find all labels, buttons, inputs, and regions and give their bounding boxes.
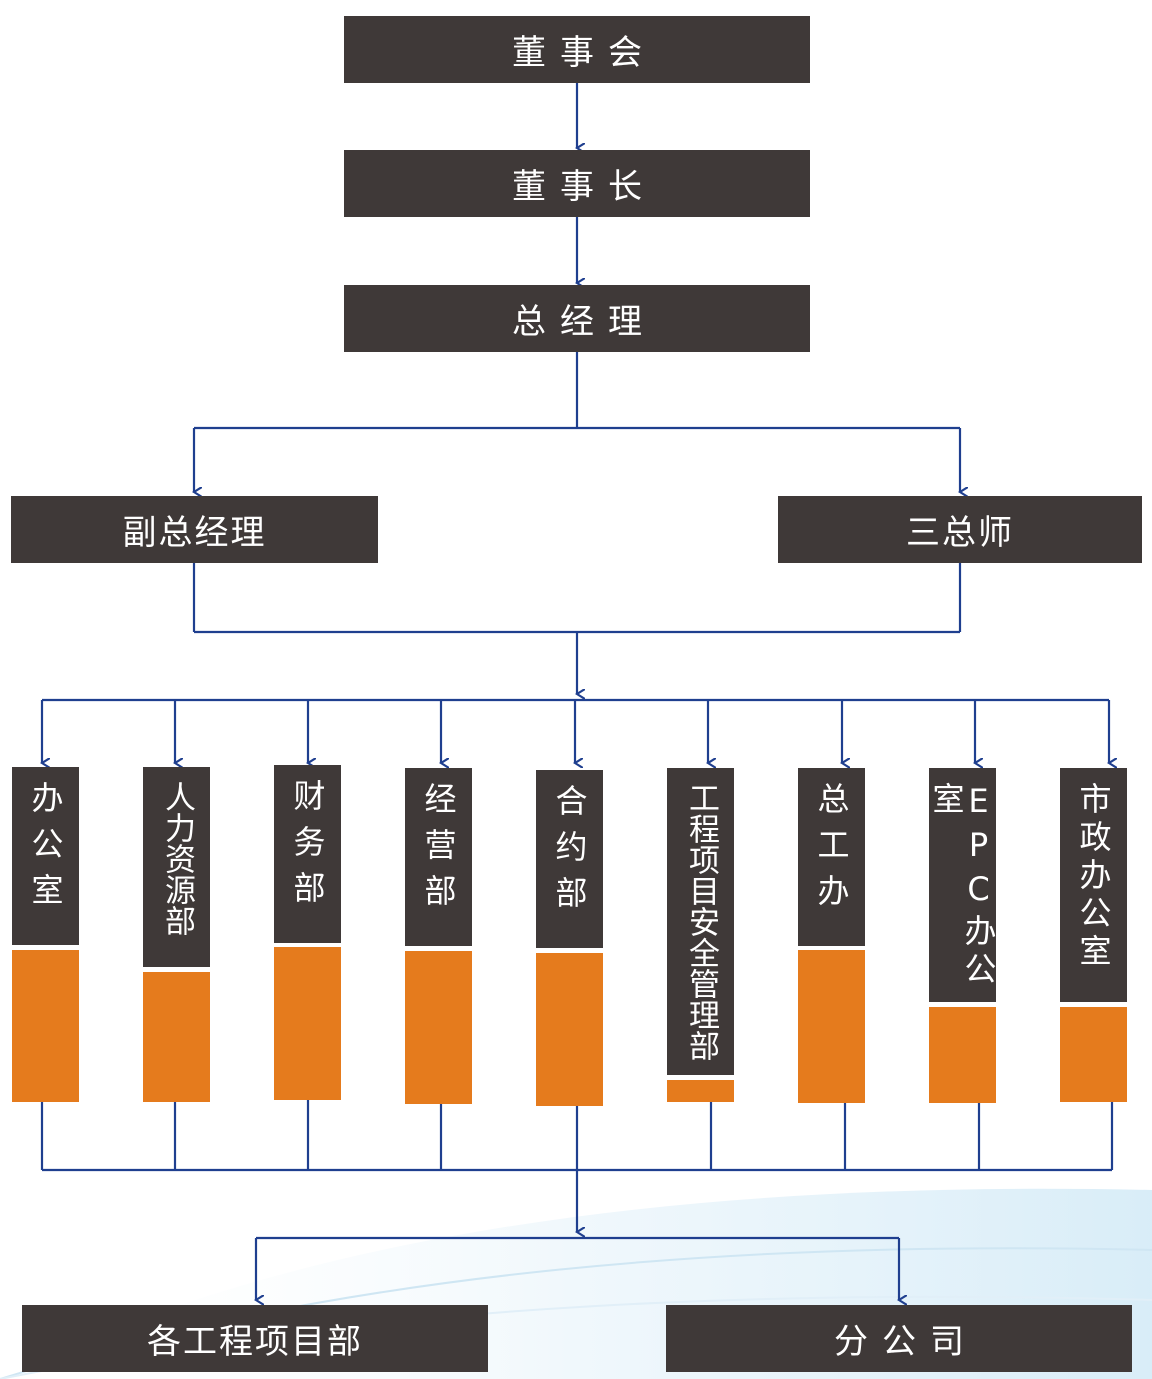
dept-safety-accent [667, 1080, 734, 1102]
dept-business-label: 经营部 [419, 782, 458, 920]
dept-municipal: 市政办公室 [1060, 768, 1127, 1002]
general-manager-box: 总经理 [344, 285, 810, 352]
dept-office: 办公室 [12, 767, 79, 945]
general-manager-label: 总经理 [512, 302, 656, 342]
branch-box: 分公司 [666, 1305, 1132, 1372]
dept-finance: 财务部 [274, 765, 341, 943]
dept-epc-accent [929, 1007, 996, 1103]
dept-municipal-accent [1060, 1007, 1127, 1102]
dept-hr-accent [143, 972, 210, 1102]
dept-contract: 合约部 [536, 770, 603, 948]
dept-finance-accent [274, 947, 341, 1100]
dept-municipal-label: 市政办公室 [1074, 782, 1113, 972]
board-label: 董事会 [512, 33, 656, 73]
dept-office-label: 办公室 [26, 781, 65, 919]
dept-office-accent [12, 950, 79, 1102]
dept-epc: EPC办公室 [927, 768, 998, 1002]
dept-business: 经营部 [405, 768, 472, 946]
dept-chief-engineer: 总工办 [798, 768, 865, 946]
deputy-gm-label: 副总经理 [122, 513, 267, 553]
dept-hr-label: 人力资源部 [159, 781, 195, 936]
dept-safety: 工程项目安全管理部 [667, 768, 734, 1075]
dept-safety-label: 工程项目安全管理部 [683, 782, 719, 1061]
three-chiefs-label: 三总师 [906, 513, 1014, 553]
three-chiefs-box: 三总师 [778, 496, 1142, 563]
dept-contract-accent [536, 953, 603, 1106]
project-depts-box: 各工程项目部 [22, 1305, 488, 1372]
dept-contract-label: 合约部 [550, 784, 589, 922]
dept-chief-engineer-label: 总工办 [812, 782, 851, 920]
board-box: 董事会 [344, 16, 810, 83]
dept-hr: 人力资源部 [143, 767, 210, 967]
project-depts-label: 各工程项目部 [147, 1322, 363, 1362]
dept-epc-label: EPC办公室 [927, 782, 998, 990]
dept-chief-engineer-accent [798, 950, 865, 1103]
deputy-gm-box: 副总经理 [11, 496, 378, 563]
branch-label: 分公司 [834, 1322, 978, 1362]
dept-finance-label: 财务部 [288, 779, 327, 917]
dept-business-accent [405, 951, 472, 1104]
chairman-label: 董事长 [512, 167, 656, 207]
chairman-box: 董事长 [344, 150, 810, 217]
